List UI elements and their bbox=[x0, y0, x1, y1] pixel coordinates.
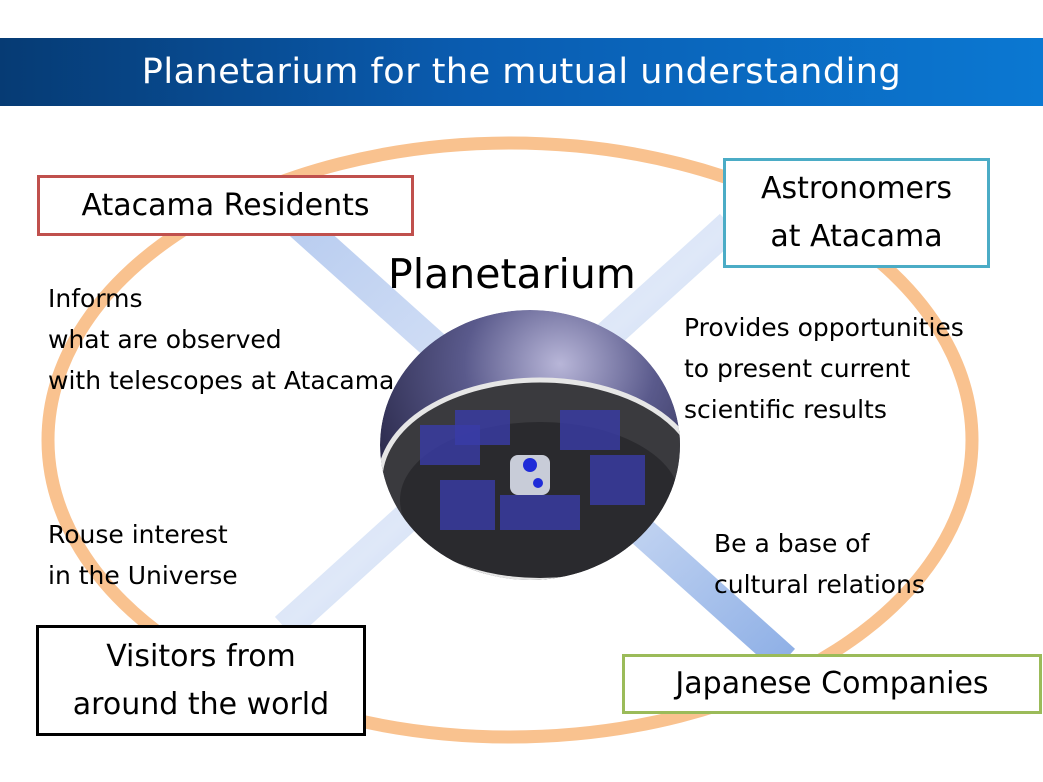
center-label: Planetarium bbox=[388, 250, 636, 298]
planetarium-image bbox=[380, 310, 680, 580]
slide-title: Planetarium for the mutual understanding bbox=[141, 52, 902, 92]
text-line: with telescopes at Atacama bbox=[48, 366, 395, 395]
stakeholder-label-line: around the world bbox=[72, 686, 330, 722]
stakeholder-atacama-residents: Atacama Residents bbox=[37, 175, 414, 236]
role-cultural-base: Be a base of cultural relations bbox=[714, 523, 925, 605]
text-line: Be a base of bbox=[714, 529, 870, 558]
stakeholder-label-line: Visitors from bbox=[106, 638, 296, 674]
stakeholder-japanese-companies: Japanese Companies bbox=[622, 654, 1042, 714]
relationship-ring bbox=[41, 136, 979, 744]
text-line: scientific results bbox=[684, 395, 887, 424]
stakeholder-astronomers: Astronomers at Atacama bbox=[723, 158, 990, 268]
stakeholder-visitors: Visitors from around the world bbox=[36, 625, 366, 736]
role-informs: Informs what are observed with telescope… bbox=[48, 278, 394, 401]
text-line: Informs bbox=[48, 284, 143, 313]
stakeholder-label-line: at Atacama bbox=[770, 219, 943, 254]
text-line: Provides opportunities bbox=[684, 313, 964, 342]
text-line: what are observed bbox=[48, 325, 282, 354]
stakeholder-label: Atacama Residents bbox=[81, 187, 370, 223]
role-provides: Provides opportunities to present curren… bbox=[684, 307, 964, 430]
role-rouse-interest: Rouse interest in the Universe bbox=[48, 514, 238, 596]
text-line: cultural relations bbox=[714, 570, 925, 599]
text-line: Rouse interest bbox=[48, 520, 228, 549]
stakeholder-label: Japanese Companies bbox=[675, 666, 989, 701]
title-banner: Planetarium for the mutual understanding bbox=[0, 38, 1043, 106]
stakeholder-label-line: Astronomers bbox=[761, 171, 952, 206]
text-line: to present current bbox=[684, 354, 911, 383]
text-line: in the Universe bbox=[48, 561, 238, 590]
